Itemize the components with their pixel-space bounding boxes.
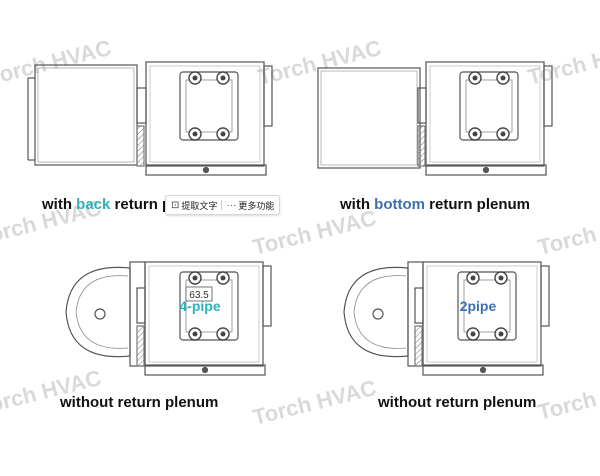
toolbar-divider: [221, 200, 223, 210]
text-extract-toolbar: ⊡ 提取文字 ··· 更多功能: [165, 195, 281, 215]
extract-text-label: 提取文字: [181, 200, 218, 211]
watermark-text: Torch HVAC: [0, 35, 114, 90]
coil-top-right: [459, 71, 519, 141]
caption-highlight: back: [76, 196, 111, 213]
caption-bottom-plenum: with bottom return plenum: [340, 196, 530, 213]
unit-back-plenum: [27, 61, 273, 176]
watermark-text: Torch HVAC: [535, 205, 600, 260]
more-features-button[interactable]: ··· 更多功能: [226, 199, 274, 212]
caption-no-plenum-left: without return plenum: [60, 394, 219, 411]
watermark-text: Torch HVAC: [255, 35, 384, 90]
watermark-text: Torch HVAC: [250, 375, 379, 430]
dimension-label: 63.5: [189, 290, 209, 301]
caption-post: return plenum: [425, 196, 531, 213]
caption-pre: with: [42, 196, 77, 213]
more-features-label: 更多功能: [238, 200, 275, 211]
coil-top-left: [179, 71, 239, 141]
caption-highlight: bottom: [374, 196, 425, 213]
pipe-2-label: 2pipe: [460, 298, 497, 314]
more-dots-icon: ···: [226, 199, 237, 211]
pipe-4-label: 4-pipe: [179, 298, 220, 314]
watermark-text: Torch HVAC: [535, 370, 600, 425]
extract-text-button[interactable]: ⊡ 提取文字: [171, 199, 217, 212]
unit-bottom-plenum: [317, 61, 553, 176]
unit-4pipe: [65, 261, 272, 376]
text-scan-icon: ⊡: [171, 199, 180, 211]
watermark-text: Torch HVAC: [0, 365, 104, 420]
caption-no-plenum-right: without return plenum: [378, 394, 537, 411]
watermark-layer: Torch HVAC Torch HVAC Torch HVAC Torch H…: [0, 35, 600, 430]
unit-2pipe: [343, 261, 550, 376]
caption-pre: with: [340, 196, 375, 213]
dimension-box: [185, 286, 213, 302]
